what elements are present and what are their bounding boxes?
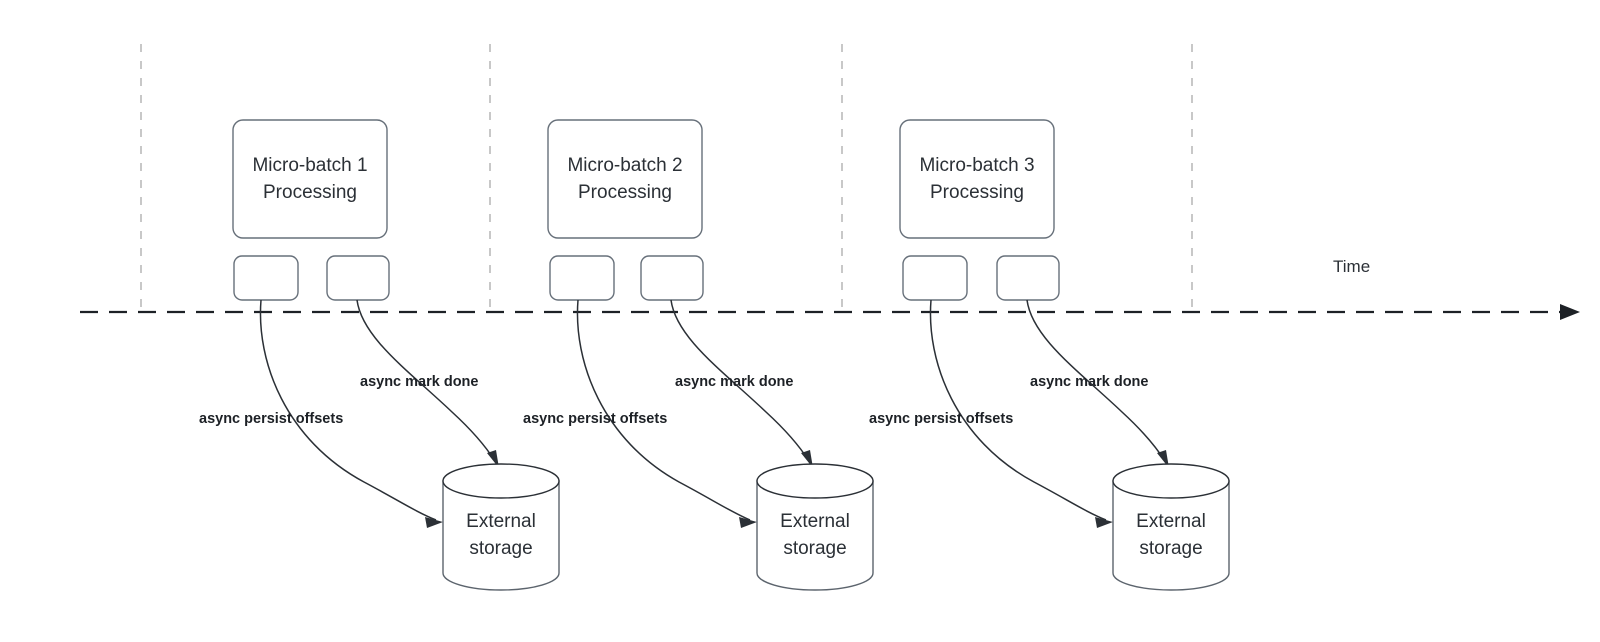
external-storage-label-2b: storage [783,538,846,559]
mark-done-curve-2 [670,299,810,462]
external-storage-label-1b: storage [469,538,532,559]
micro-batch-1-box[interactable] [232,119,388,239]
task-box-2b[interactable] [640,255,704,301]
external-storage-cylinder-2[interactable]: External storage [756,463,874,591]
persist-offsets-curve-3 [929,299,1107,521]
persist-offsets-label-1: async persist offsets [199,411,343,427]
persist-offsets-arrowhead-2 [739,517,757,528]
persist-offsets-arrowhead-3 [1095,517,1113,528]
mark-done-curve-1 [356,299,496,462]
micro-batch-2-label-line1: Micro-batch 2 [567,155,682,176]
external-storage-label-3a: External [1136,511,1206,532]
external-storage-cylinder-1[interactable]: External storage [442,463,560,591]
timeline-arrowhead [1560,304,1580,320]
persist-offsets-curve-2 [576,299,751,521]
group-3: Micro-batch 3 Processing async persist o… [869,119,1230,591]
task-box-1b[interactable] [326,255,390,301]
micro-batch-3-box[interactable] [899,119,1055,239]
external-storage-cylinder-3[interactable]: External storage [1112,463,1230,591]
external-storage-label-1a: External [466,511,536,532]
mark-done-label-2: async mark done [675,374,793,390]
persist-offsets-label-2: async persist offsets [523,411,667,427]
persist-offsets-label-3: async persist offsets [869,411,1013,427]
task-box-3b[interactable] [996,255,1060,301]
mark-done-label-3: async mark done [1030,374,1148,390]
mark-done-label-1: async mark done [360,374,478,390]
time-axis-label: Time [1333,257,1370,276]
external-storage-label-3b: storage [1139,538,1202,559]
micro-batch-1-label-line2: Processing [263,182,357,203]
micro-batch-3-label-line1: Micro-batch 3 [919,155,1034,176]
micro-batch-1-label-line1: Micro-batch 1 [252,155,367,176]
micro-batch-2-label-line2: Processing [578,182,672,203]
micro-batch-3-label-line2: Processing [930,182,1024,203]
time-axis: Time [80,257,1580,320]
persist-offsets-curve-1 [259,299,437,521]
task-box-3a[interactable] [902,255,968,301]
group-1: Micro-batch 1 Processing async persist o… [199,119,560,591]
mark-done-curve-3 [1026,299,1166,462]
divider-group [140,44,1193,312]
persist-offsets-arrowhead-1 [425,517,443,528]
task-box-1a[interactable] [233,255,299,301]
task-box-2a[interactable] [549,255,615,301]
micro-batch-2-box[interactable] [547,119,703,239]
group-2: Micro-batch 2 Processing async persist o… [523,119,874,591]
external-storage-label-2a: External [780,511,850,532]
